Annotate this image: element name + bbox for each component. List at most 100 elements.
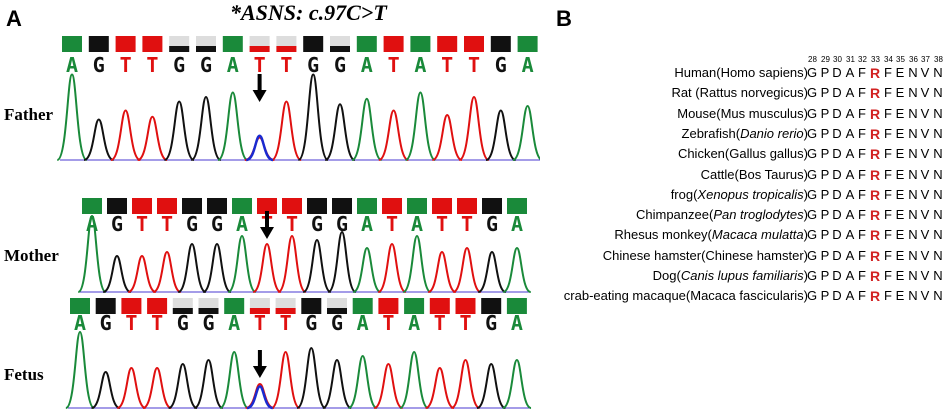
trace-peak <box>77 214 107 293</box>
quality-box <box>196 46 216 52</box>
residue: E <box>895 85 905 101</box>
residue-highlighted: R <box>870 166 881 183</box>
quality-box <box>307 198 327 214</box>
trace-peak <box>377 242 407 293</box>
position-number: 37 <box>921 55 930 64</box>
trace-peak <box>110 109 141 161</box>
alignment-row: crab-eating macaque(Macaca fascicularis)… <box>540 288 943 308</box>
residue: A <box>845 207 855 223</box>
trace-peak <box>64 330 96 409</box>
quality-box <box>507 198 527 214</box>
base-call: G <box>202 311 214 335</box>
quality-box <box>490 36 511 52</box>
quality-box <box>172 308 193 314</box>
residue: A <box>845 268 855 283</box>
base-call: A <box>511 212 523 236</box>
species-name: Chinese hamster(Chinese hamster) <box>603 248 808 263</box>
residue: F <box>858 85 866 101</box>
residue: P <box>820 288 830 304</box>
trace-peak <box>270 350 301 409</box>
residue: A <box>845 65 855 80</box>
base-call: T <box>280 311 292 335</box>
residue: A <box>845 105 855 121</box>
species-label: Rat (Rattus norvegicus) <box>671 85 808 101</box>
residue: D <box>832 288 842 304</box>
quality-box <box>404 298 425 314</box>
trace-peak <box>452 246 482 293</box>
base-call: G <box>111 212 123 236</box>
base-call: A <box>522 53 534 77</box>
residue: F <box>858 288 866 304</box>
trace-peak-variant <box>245 134 274 162</box>
base-call: A <box>414 53 426 77</box>
species-label: frog( <box>670 186 698 202</box>
quality-box <box>378 298 399 314</box>
trace-peak <box>302 238 332 293</box>
quality-box <box>327 308 347 314</box>
residue: N <box>933 268 943 283</box>
base-call: T <box>382 311 394 335</box>
residue: F <box>858 166 866 182</box>
base-call: G <box>495 53 507 77</box>
residue: D <box>832 166 842 182</box>
base-call: T <box>459 311 471 335</box>
residue: F <box>884 146 892 162</box>
residue: V <box>920 268 930 283</box>
residue: P <box>820 227 830 243</box>
base-call: G <box>93 53 105 77</box>
residue: E <box>895 288 905 304</box>
residue-highlighted: R <box>870 65 881 81</box>
quality-box <box>429 298 450 314</box>
residue: V <box>920 186 930 202</box>
residue: N <box>908 65 918 80</box>
trace-peak <box>402 234 432 293</box>
position-number: 28 <box>808 55 817 64</box>
base-call: A <box>361 212 373 236</box>
position-number: 36 <box>909 55 918 64</box>
base-call: G <box>485 311 497 335</box>
residue: A <box>845 146 855 162</box>
trace-peak <box>351 97 383 161</box>
position-number: 32 <box>858 55 867 64</box>
trace-peak <box>348 354 378 409</box>
species-latin-name: Xenopus tropicalis <box>697 186 804 202</box>
trace-peak <box>56 73 88 161</box>
base-call: G <box>305 311 317 335</box>
residue-highlighted: R <box>870 85 881 102</box>
trace-peak <box>177 242 207 293</box>
base-call: G <box>336 212 348 236</box>
residue: N <box>908 207 918 223</box>
residue: V <box>920 146 930 162</box>
mutation-arrowhead-icon <box>252 90 267 102</box>
residue: P <box>820 166 830 182</box>
base-call: G <box>173 53 185 77</box>
residue: V <box>920 85 930 101</box>
residue: N <box>908 268 918 283</box>
track-label-fetus: Fetus <box>4 365 44 384</box>
species-label-suffix: ) <box>803 207 808 223</box>
base-call: T <box>136 212 148 236</box>
residue: D <box>832 125 842 141</box>
residue: V <box>920 207 930 223</box>
residue-highlighted: R <box>870 186 881 203</box>
species-name: Rat (Rattus norvegicus) <box>671 85 808 100</box>
trace-peak <box>91 370 121 409</box>
trace-peak-variant <box>246 385 274 410</box>
base-call: T <box>254 311 266 335</box>
base-call: A <box>511 311 523 335</box>
species-label-suffix: ) <box>803 268 808 283</box>
trace-peak <box>477 250 507 293</box>
quality-box <box>147 298 168 314</box>
quality-box <box>82 198 102 214</box>
species-label: Chimpanzee( <box>635 207 714 223</box>
position-number: 30 <box>833 55 842 64</box>
